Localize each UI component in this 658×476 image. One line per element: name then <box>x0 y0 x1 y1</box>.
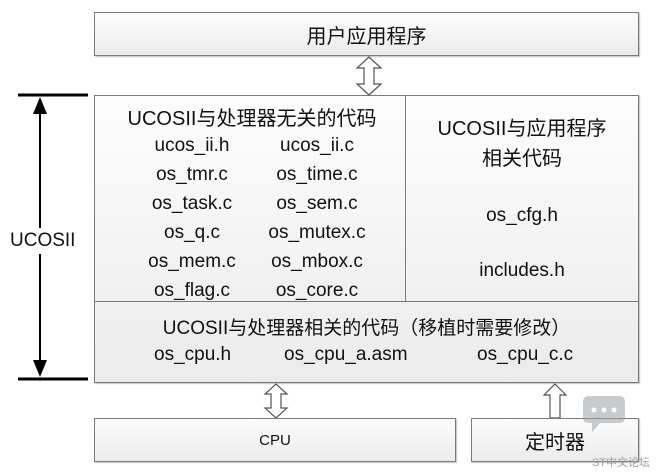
file-name: os_cpu_a.asm <box>284 344 408 365</box>
file-name: os_flag.c <box>153 280 231 301</box>
timer-box: 定时器 <box>471 418 639 462</box>
file-name: os_core.c <box>275 280 359 301</box>
user-application-label: 用户应用程序 <box>306 25 427 48</box>
file-name: os_mbox.c <box>271 251 363 272</box>
cpu-label: CPU <box>259 431 291 449</box>
file-row: os_task.c os_sem.c <box>132 189 382 218</box>
file-row: os_tmr.c os_time.c <box>132 160 382 189</box>
file-name: os_task.c <box>151 193 233 214</box>
file-name: os_mutex.c <box>268 222 366 243</box>
file-name: os_q.c <box>164 222 220 243</box>
app-os-double-arrow <box>355 56 383 96</box>
file-name: os_time.c <box>276 164 358 185</box>
file-row: ucos_ii.h ucos_ii.c <box>132 131 382 160</box>
file-name: os_tmr.c <box>156 164 228 185</box>
timer-label: 定时器 <box>525 431 585 454</box>
app-related-title: UCOSII与应用程序 相关代码 <box>437 118 607 170</box>
file-row: os_q.c os_mutex.c <box>132 218 382 247</box>
ucosii-side-label: UCOSII <box>6 228 80 254</box>
file-name: os_mem.c <box>148 251 236 272</box>
file-name: os_cfg.h <box>486 205 558 226</box>
file-row: os_mem.c os_mbox.c <box>132 247 382 276</box>
watermark-text: ST中文论坛 <box>591 457 650 469</box>
chat-bubble-icon <box>583 396 625 432</box>
processor-dependent-title: UCOSII与处理器相关的代码（移植时需要修改） <box>162 318 571 339</box>
file-name: includes.h <box>479 260 565 281</box>
os-cpu-double-arrow <box>263 383 289 419</box>
processor-independent-file-list: ucos_ii.h ucos_ii.c os_tmr.c os_time.c o… <box>132 131 382 305</box>
app-related-panel <box>405 95 639 302</box>
timer-os-up-arrow <box>542 383 568 419</box>
file-name: ucos_ii.c <box>280 135 354 156</box>
processor-independent-title: UCOSII与处理器无关的代码 <box>127 108 377 130</box>
cpu-box: CPU <box>94 418 456 462</box>
file-name: ucos_ii.h <box>154 135 230 156</box>
user-application-box: 用户应用程序 <box>94 12 639 56</box>
file-name: os_sem.c <box>276 193 358 214</box>
ucosii-container <box>94 95 639 383</box>
file-name: os_cpu.h <box>154 344 232 365</box>
file-name: os_cpu_c.c <box>477 344 574 365</box>
file-row: os_flag.c os_core.c <box>132 276 382 305</box>
